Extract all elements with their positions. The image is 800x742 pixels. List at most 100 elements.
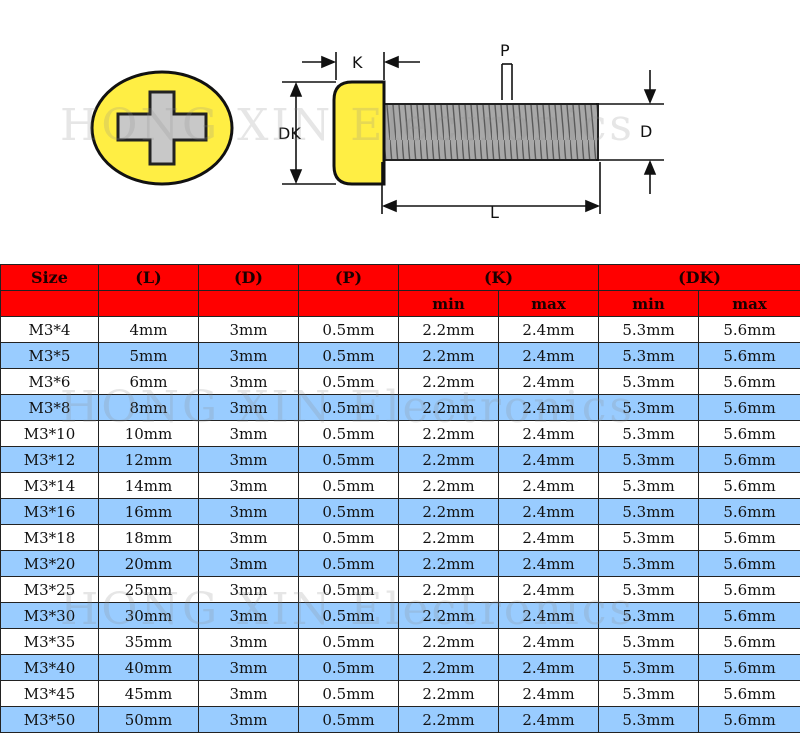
cell-dkmax: 5.6mm	[698, 368, 800, 395]
cell-l: 50mm	[98, 706, 199, 733]
cell-kmin: 2.2mm	[398, 498, 499, 525]
cell-kmax: 2.4mm	[497, 654, 600, 681]
cell-size: M3*12	[0, 446, 99, 473]
cell-dkmax: 5.6mm	[698, 498, 800, 525]
cell-l: 35mm	[98, 628, 199, 655]
cell-dkmin: 5.3mm	[598, 628, 700, 655]
cell-kmin: 2.2mm	[398, 654, 499, 681]
cell-dkmax: 5.6mm	[698, 654, 800, 681]
cell-size: M3*30	[0, 602, 99, 629]
cell-p: 0.5mm	[298, 446, 399, 473]
cell-kmax: 2.4mm	[497, 316, 600, 343]
cell-size: M3*25	[0, 576, 99, 603]
cell-l: 10mm	[98, 420, 199, 447]
cell-size: M3*5	[0, 342, 99, 369]
cell-size: M3*35	[0, 628, 99, 655]
header-diameter: (D)	[198, 264, 299, 291]
cell-dkmin: 5.3mm	[598, 576, 700, 603]
cell-dkmax: 5.6mm	[698, 602, 800, 629]
cell-d: 3mm	[198, 446, 299, 473]
cell-dkmin: 5.3mm	[598, 342, 700, 369]
cell-p: 0.5mm	[298, 576, 399, 603]
cell-p: 0.5mm	[298, 654, 399, 681]
cell-dkmin: 5.3mm	[598, 602, 700, 629]
cell-kmax: 2.4mm	[497, 472, 600, 499]
header-row: Size (L) (D) (P) (K) (DK)	[0, 264, 800, 291]
cell-l: 18mm	[98, 524, 199, 551]
cell-kmax: 2.4mm	[497, 420, 600, 447]
cell-kmin: 2.2mm	[398, 368, 499, 395]
cell-dkmin: 5.3mm	[598, 524, 700, 551]
header-k-max: max	[497, 290, 600, 317]
cell-dkmin: 5.3mm	[598, 420, 700, 447]
cell-kmin: 2.2mm	[398, 342, 499, 369]
header-head-height: (K)	[397, 264, 600, 291]
cell-dkmin: 5.3mm	[598, 498, 700, 525]
cell-kmin: 2.2mm	[398, 524, 499, 551]
cell-dkmax: 5.6mm	[698, 472, 800, 499]
subheader-row: min max min max	[0, 290, 800, 317]
cell-kmin: 2.2mm	[398, 420, 499, 447]
cell-l: 30mm	[98, 602, 199, 629]
cell-p: 0.5mm	[298, 706, 399, 733]
cell-d: 3mm	[198, 654, 299, 681]
cell-d: 3mm	[198, 498, 299, 525]
cell-dkmin: 5.3mm	[598, 680, 700, 707]
cell-l: 12mm	[98, 446, 199, 473]
cell-l: 16mm	[98, 498, 199, 525]
cell-dkmin: 5.3mm	[598, 316, 700, 343]
cell-dkmin: 5.3mm	[598, 368, 700, 395]
cell-d: 3mm	[198, 550, 299, 577]
cell-size: M3*4	[0, 316, 99, 343]
cell-dkmax: 5.6mm	[698, 628, 800, 655]
cell-size: M3*20	[0, 550, 99, 577]
header-dk-max: max	[698, 290, 800, 317]
cell-kmin: 2.2mm	[398, 628, 499, 655]
k-label: K	[352, 53, 363, 72]
screw-dimension-diagram: K P DK D L	[90, 41, 664, 222]
cell-kmax: 2.4mm	[497, 368, 600, 395]
cell-size: M3*40	[0, 654, 99, 681]
cell-d: 3mm	[198, 394, 299, 421]
cell-kmax: 2.4mm	[497, 550, 600, 577]
cell-size: M3*6	[0, 368, 99, 395]
cell-l: 6mm	[98, 368, 199, 395]
cell-dkmax: 5.6mm	[698, 524, 800, 551]
cell-kmin: 2.2mm	[398, 316, 499, 343]
cell-kmin: 2.2mm	[398, 602, 499, 629]
cell-dkmin: 5.3mm	[598, 654, 700, 681]
cell-p: 0.5mm	[298, 628, 399, 655]
cell-d: 3mm	[198, 706, 299, 733]
cell-kmin: 2.2mm	[398, 550, 499, 577]
cell-l: 4mm	[98, 316, 199, 343]
screw-head-side	[332, 80, 386, 186]
cell-l: 45mm	[98, 680, 199, 707]
cell-d: 3mm	[198, 342, 299, 369]
cell-kmax: 2.4mm	[497, 524, 600, 551]
cell-dkmin: 5.3mm	[598, 550, 700, 577]
cell-kmax: 2.4mm	[497, 628, 600, 655]
cell-kmax: 2.4mm	[497, 446, 600, 473]
cell-d: 3mm	[198, 680, 299, 707]
header-dk-min: min	[598, 290, 700, 317]
cell-d: 3mm	[198, 420, 299, 447]
cell-d: 3mm	[198, 472, 299, 499]
cell-dkmin: 5.3mm	[598, 394, 700, 421]
cell-l: 40mm	[98, 654, 199, 681]
header-head-diameter: (DK)	[598, 264, 800, 291]
cell-dkmax: 5.6mm	[698, 342, 800, 369]
cell-size: M3*10	[0, 420, 99, 447]
cell-d: 3mm	[198, 576, 299, 603]
cell-kmin: 2.2mm	[398, 706, 499, 733]
cell-p: 0.5mm	[298, 472, 399, 499]
cell-kmax: 2.4mm	[497, 706, 600, 733]
